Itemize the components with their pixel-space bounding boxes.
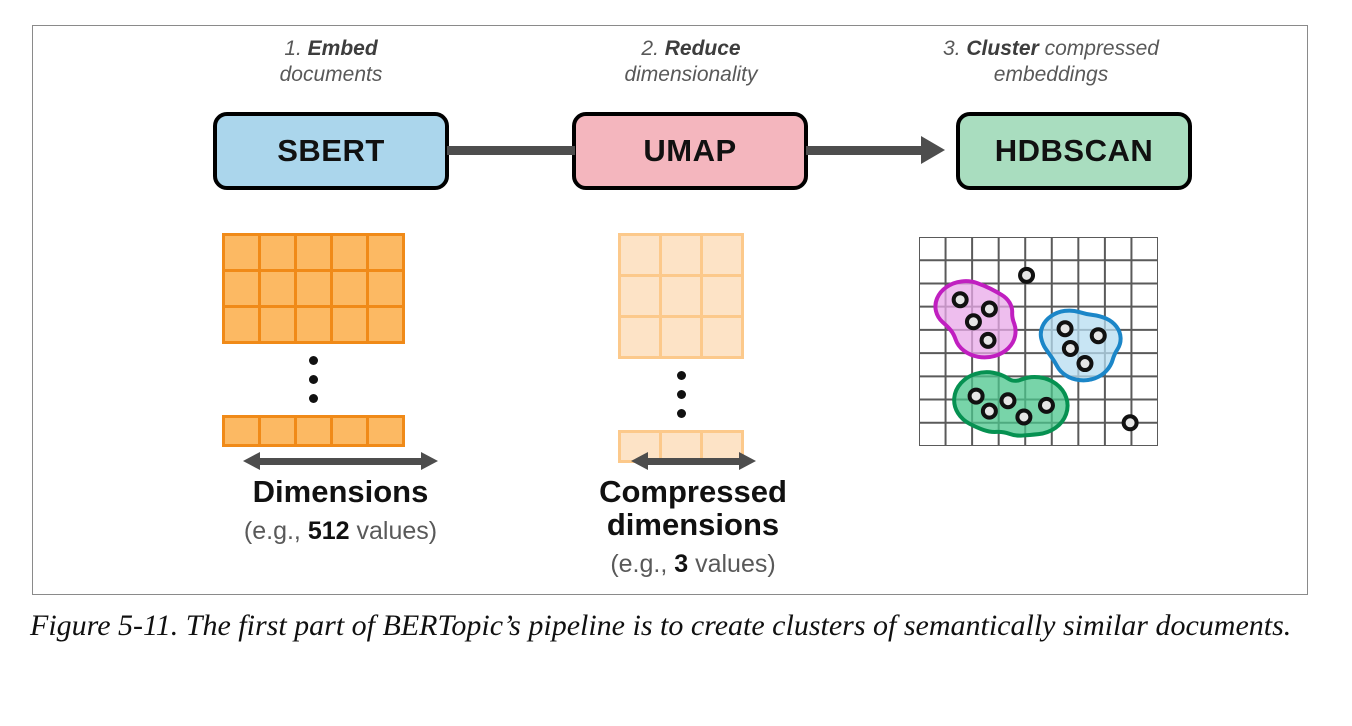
matrix-compressed xyxy=(618,233,744,463)
stage-embed: 1. Embed documents xyxy=(181,26,481,89)
stage-cluster: 3. Cluster compressed embeddings xyxy=(891,26,1211,89)
matrix-cell xyxy=(225,236,258,269)
matrix-cell xyxy=(297,236,330,269)
pipeline-box-umap[interactable]: UMAP xyxy=(572,112,808,190)
pipeline-box-sbert[interactable]: SBERT xyxy=(213,112,449,190)
matrix-cell xyxy=(261,418,294,444)
dimensions-example: (e.g., 512 values) xyxy=(168,517,513,546)
scatter-outlier-point xyxy=(1121,414,1139,432)
compressed-example-suffix: values) xyxy=(688,549,776,578)
matrix-cell xyxy=(297,418,330,444)
matrix-cell xyxy=(703,433,741,460)
matrix-cell xyxy=(621,277,659,315)
scatter-point xyxy=(1076,355,1094,373)
pipeline-box-hdbscan[interactable]: HDBSCAN xyxy=(956,112,1192,190)
stage-embed-subline: documents xyxy=(279,63,383,87)
stage-reduce-emphasis: Reduce xyxy=(664,37,741,60)
stage-reduce-subline: dimensionality xyxy=(624,63,758,87)
scatter-point xyxy=(964,313,982,331)
compressed-dimensions-label-line1: Compressed xyxy=(599,474,787,509)
dimensions-example-suffix: values) xyxy=(349,516,438,545)
cluster-scatter-svg xyxy=(919,237,1158,446)
stage-cluster-emphasis: Cluster xyxy=(966,37,1039,60)
scatter-point xyxy=(951,291,969,309)
scatter-point xyxy=(1015,408,1033,426)
scatter-point xyxy=(979,331,997,349)
stage-embed-number: 1. xyxy=(284,37,302,60)
dimensions-label-group: Dimensions (e.g., 512 values) xyxy=(168,441,513,546)
stage-embed-caption: 1. Embed documents xyxy=(181,26,481,89)
compressed-dimensions-label-group: Compressed dimensions (e.g., 3 values) xyxy=(533,441,853,579)
scatter-point xyxy=(1056,320,1074,338)
compressed-example-prefix: (e.g., xyxy=(610,549,675,578)
matrix-compressed-block xyxy=(618,233,744,359)
scatter-point xyxy=(980,402,998,420)
stage-reduce-caption: 2. Reduce dimensionality xyxy=(541,26,841,89)
scatter-points xyxy=(951,266,1139,432)
matrix-cell xyxy=(333,308,366,341)
matrix-cell xyxy=(225,272,258,305)
dimensions-example-prefix: (e.g., xyxy=(243,516,308,545)
matrix-cell xyxy=(261,272,294,305)
matrix-cell xyxy=(662,433,700,460)
matrix-cell xyxy=(261,236,294,269)
scatter-point xyxy=(967,387,985,405)
matrix-cell xyxy=(369,418,402,444)
matrix-cell xyxy=(261,308,294,341)
matrix-cell xyxy=(225,418,258,444)
matrix-cell xyxy=(369,308,402,341)
scatter-point xyxy=(1061,339,1079,357)
stage-reduce-number: 2. xyxy=(641,37,659,60)
vertical-ellipsis-icon xyxy=(618,359,744,430)
compressed-example-value: 3 xyxy=(674,549,689,578)
matrix-cell xyxy=(662,318,700,356)
stage-cluster-caption: 3. Cluster compressed embeddings xyxy=(891,26,1211,89)
stage-cluster-number: 3. xyxy=(943,37,961,60)
matrix-cell xyxy=(225,308,258,341)
matrix-cell xyxy=(703,236,741,274)
dimensions-example-value: 512 xyxy=(307,516,350,545)
connector-umap-to-hdbscan xyxy=(806,146,926,155)
scatter-point xyxy=(980,300,998,318)
scatter-point xyxy=(999,392,1017,410)
vertical-ellipsis-icon xyxy=(222,344,405,415)
arrowhead-icon xyxy=(921,136,945,164)
cluster-scatter-plot xyxy=(919,237,1158,446)
compressed-dimensions-label-line2: dimensions xyxy=(606,506,780,542)
dimensions-label: Dimensions xyxy=(252,474,429,509)
matrix-embeddings-tail-row xyxy=(222,415,405,447)
matrix-cell xyxy=(662,236,700,274)
matrix-cell xyxy=(369,272,402,305)
dimensions-double-arrow-icon xyxy=(243,452,438,470)
matrix-cell xyxy=(369,236,402,269)
matrix-cell xyxy=(703,318,741,356)
matrix-cell xyxy=(662,277,700,315)
matrix-cell xyxy=(703,277,741,315)
compressed-dimensions-example: (e.g., 3 values) xyxy=(533,550,853,579)
stage-cluster-subline: embeddings xyxy=(993,63,1109,87)
compressed-double-arrow-icon xyxy=(630,452,756,470)
stage-cluster-rest: compressed xyxy=(1038,37,1159,60)
stage-reduce: 2. Reduce dimensionality xyxy=(541,26,841,89)
matrix-embeddings-block xyxy=(222,233,405,344)
scatter-point xyxy=(1089,327,1107,345)
figure-caption: Figure 5-11. The first part of BERTopic’… xyxy=(30,609,1292,642)
matrix-cell xyxy=(621,236,659,274)
matrix-cell xyxy=(333,272,366,305)
stage-embed-emphasis: Embed xyxy=(307,37,378,60)
matrix-cell xyxy=(333,418,366,444)
matrix-cell xyxy=(297,272,330,305)
matrix-cell xyxy=(333,236,366,269)
scatter-point xyxy=(1037,396,1055,414)
matrix-embeddings xyxy=(222,233,405,447)
matrix-cell xyxy=(297,308,330,341)
scatter-outlier-point xyxy=(1018,266,1036,284)
figure-frame: 1. Embed documents 2. Reduce dimensional… xyxy=(32,25,1308,595)
matrix-cell xyxy=(621,318,659,356)
connector-sbert-to-umap xyxy=(447,146,575,155)
